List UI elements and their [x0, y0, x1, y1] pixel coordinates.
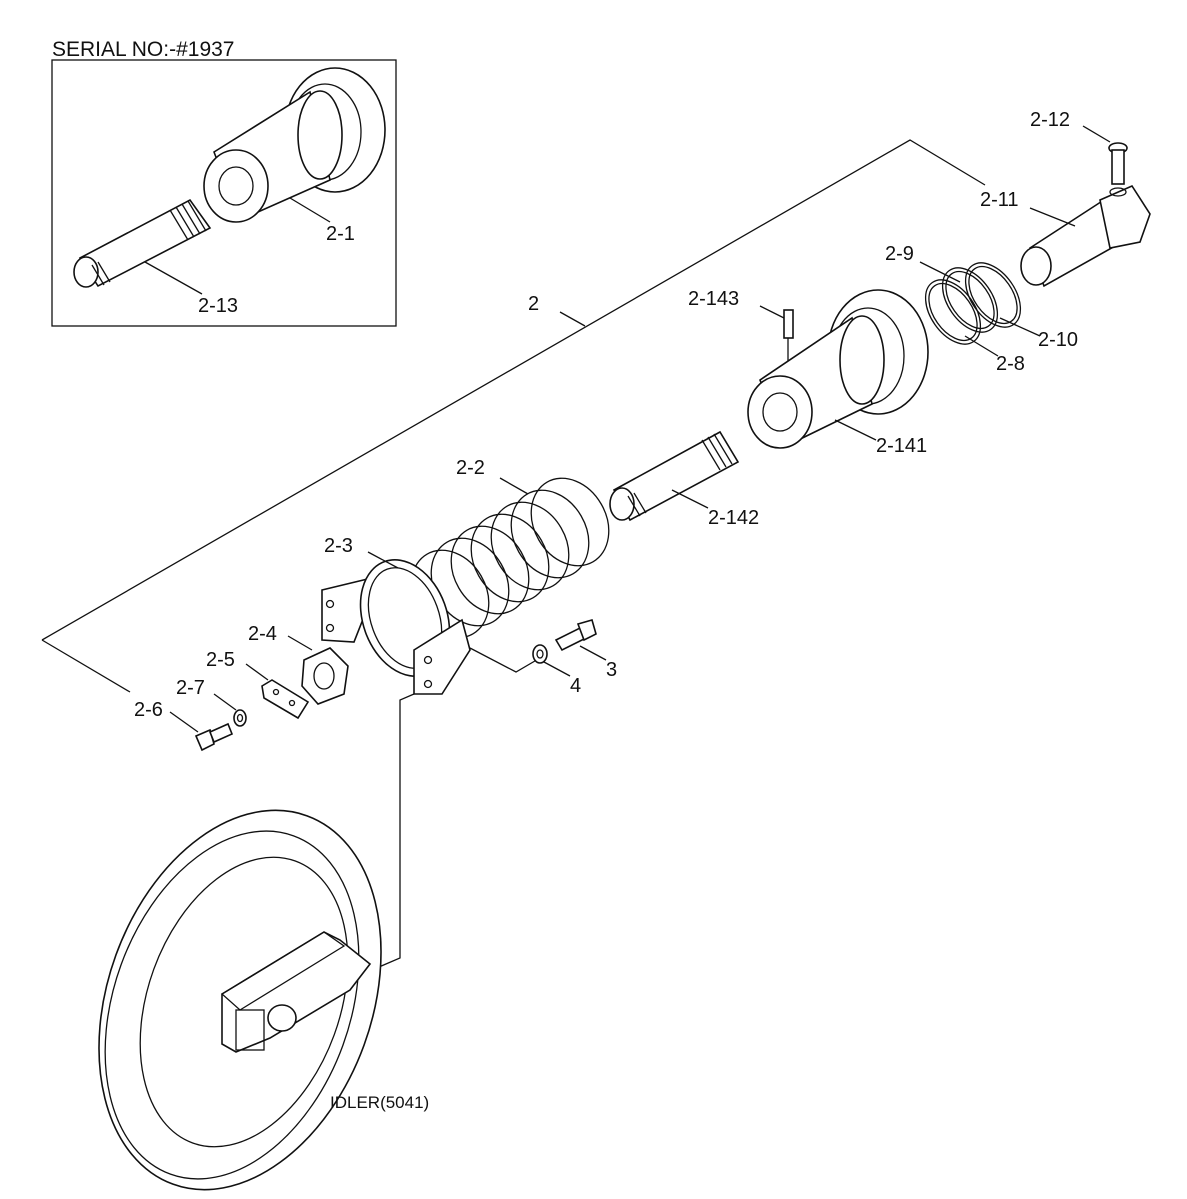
- leader-2-6-group: [41, 639, 131, 693]
- group-line-2: [41, 139, 986, 641]
- part-2-141-drawing: [747, 289, 929, 449]
- part-2-4-drawing: [301, 647, 349, 705]
- leader-group-bracket: [469, 647, 541, 673]
- leader-2-11: [1029, 207, 1076, 227]
- leader-2-9: [919, 261, 961, 283]
- part-4-drawing: [532, 644, 548, 664]
- leader-2-13: [144, 261, 203, 295]
- idler-wheel-drawing: [98, 809, 382, 1191]
- part-3-drawing: [554, 619, 597, 652]
- callout-2-143: 2-143: [688, 288, 739, 310]
- callout-2-4: 2-4: [248, 623, 277, 645]
- part-2-13-drawing: [73, 198, 212, 288]
- part-2-1-drawing: [203, 67, 386, 223]
- callout-2-1: 2-1: [326, 223, 355, 245]
- callout-2-12: 2-12: [1030, 109, 1070, 131]
- leader-2-12: [1082, 125, 1111, 143]
- callout-2-9: 2-9: [885, 243, 914, 265]
- leader-2-4: [287, 635, 313, 651]
- leader-2: [559, 311, 586, 327]
- part-2-7-drawing: [233, 709, 247, 727]
- callout-2-8: 2-8: [996, 353, 1025, 375]
- part-2-12-drawing: [1108, 142, 1128, 185]
- inset-frame: [51, 59, 397, 327]
- callout-2: 2: [528, 293, 539, 315]
- leader-2-5: [245, 663, 269, 681]
- callout-2-13: 2-13: [198, 295, 238, 317]
- part-2-11-drawing: [1020, 184, 1151, 288]
- callout-3: 3: [606, 659, 617, 681]
- leader-3: [579, 645, 607, 661]
- idler-label: IDLER(5041): [330, 1093, 429, 1112]
- callout-2-141: 2-141: [876, 435, 927, 457]
- leader-2-141: [834, 419, 877, 441]
- callout-2-2: 2-2: [456, 457, 485, 479]
- callout-4: 4: [570, 675, 581, 697]
- callout-2-5: 2-5: [206, 649, 235, 671]
- callout-2-10: 2-10: [1038, 329, 1078, 351]
- callout-2-6: 2-6: [134, 699, 163, 721]
- serial-note: SERIAL NO:-#1937: [52, 38, 234, 61]
- part-2-6-drawing: [194, 722, 234, 752]
- leader-2-6: [169, 711, 199, 733]
- part-2-3-drawing: [321, 559, 471, 695]
- leader-2-2: [499, 477, 529, 495]
- leader-2-142: [671, 489, 709, 509]
- leader-2-7: [213, 693, 237, 711]
- leader-2-1: [289, 197, 331, 223]
- leader-2-10: [999, 317, 1041, 337]
- part-2-5-drawing: [261, 679, 310, 720]
- callout-2-3: 2-3: [324, 535, 353, 557]
- leader-2-8: [964, 335, 999, 357]
- callout-2-11: 2-11: [980, 189, 1019, 211]
- callout-2-142: 2-142: [708, 507, 759, 529]
- callout-2-7: 2-7: [176, 677, 205, 699]
- part-2-142-drawing: [609, 430, 740, 522]
- leader-2-143: [759, 305, 785, 319]
- leader-4: [543, 661, 571, 677]
- idler-connector-line: [371, 693, 415, 971]
- leader-2-3: [367, 551, 399, 569]
